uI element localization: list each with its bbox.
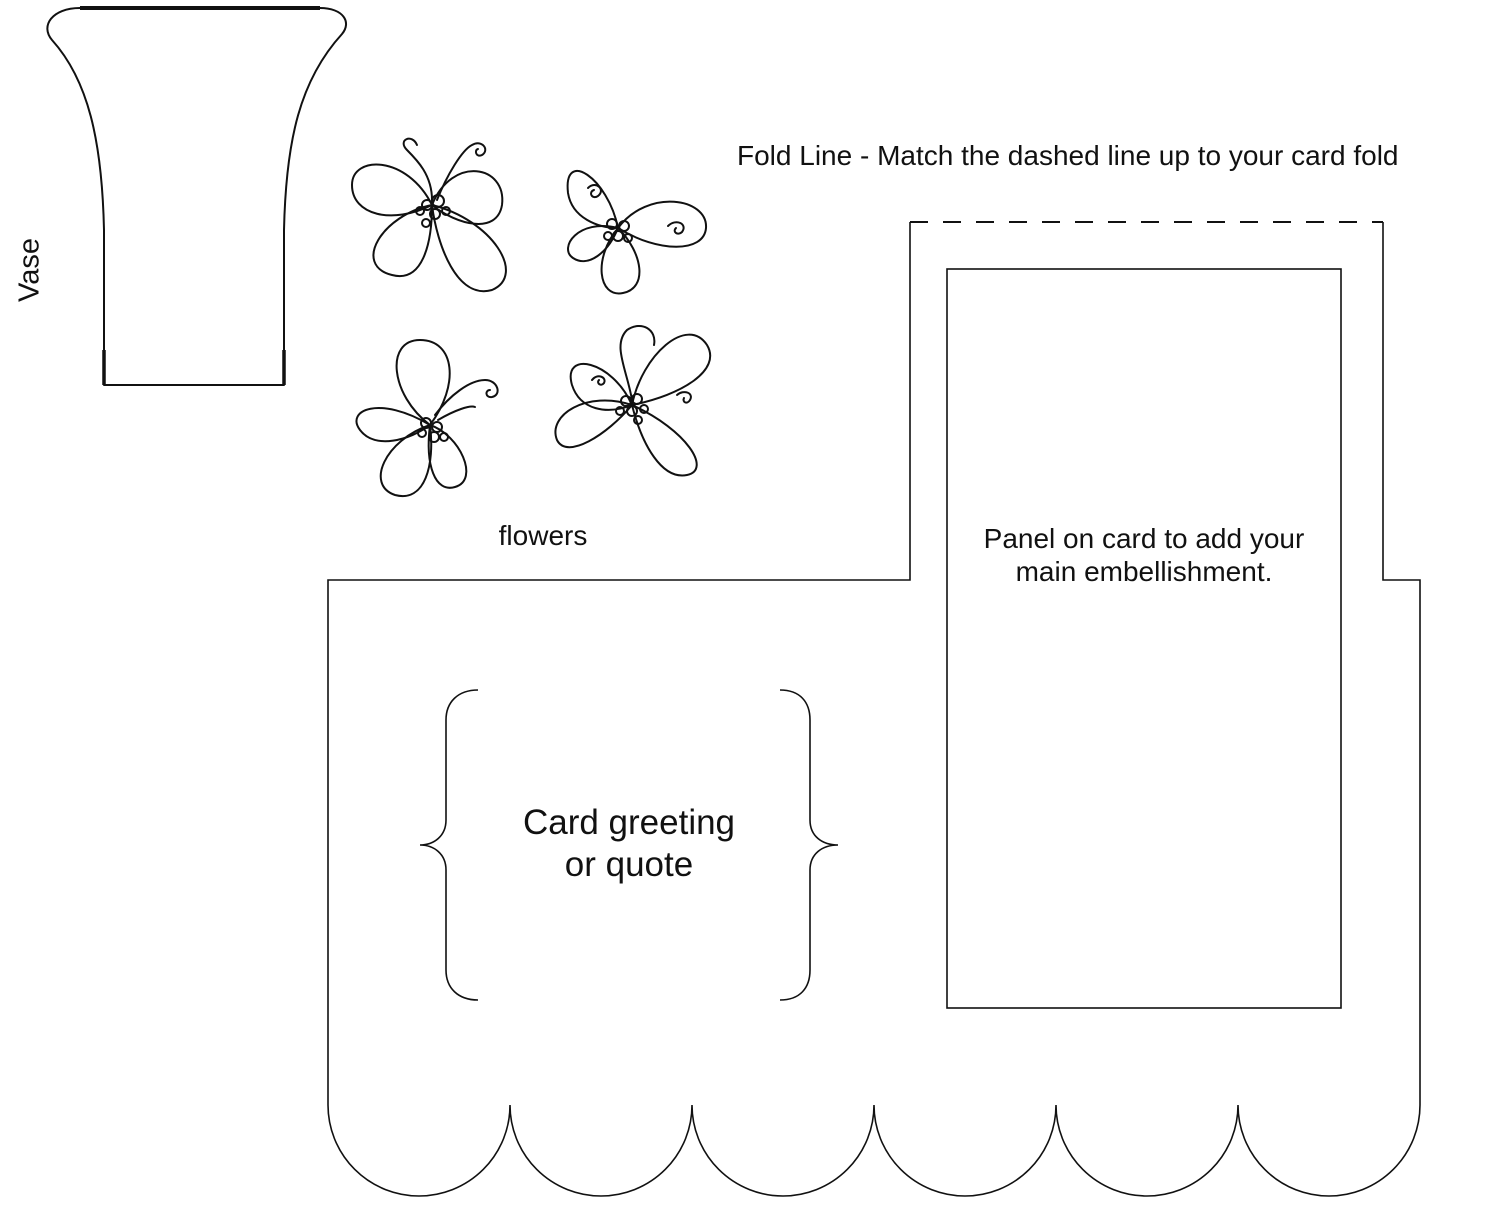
greeting-line-2: or quote	[564, 845, 694, 884]
embellishment-panel	[946, 268, 1342, 1009]
panel-label: Panel on card to add your main embellish…	[983, 523, 1305, 588]
flower-4-icon	[554, 325, 712, 477]
greeting-line-1: Card greeting	[522, 803, 736, 842]
greeting-label: Card greeting or quote	[479, 802, 779, 886]
flower-3-icon	[355, 339, 499, 498]
flowers-label: flowers	[498, 520, 588, 551]
curly-brace-left-icon	[419, 689, 479, 1001]
card-outline	[327, 222, 1421, 1197]
flower-2-icon	[566, 170, 708, 295]
fold-line-label: Fold Line - Match the dashed line up to …	[737, 140, 1399, 171]
flower-1-icon	[351, 137, 507, 293]
vase-icon	[46, 6, 348, 386]
curly-brace-right-icon	[779, 689, 839, 1001]
vase-label: Vase	[13, 238, 46, 302]
